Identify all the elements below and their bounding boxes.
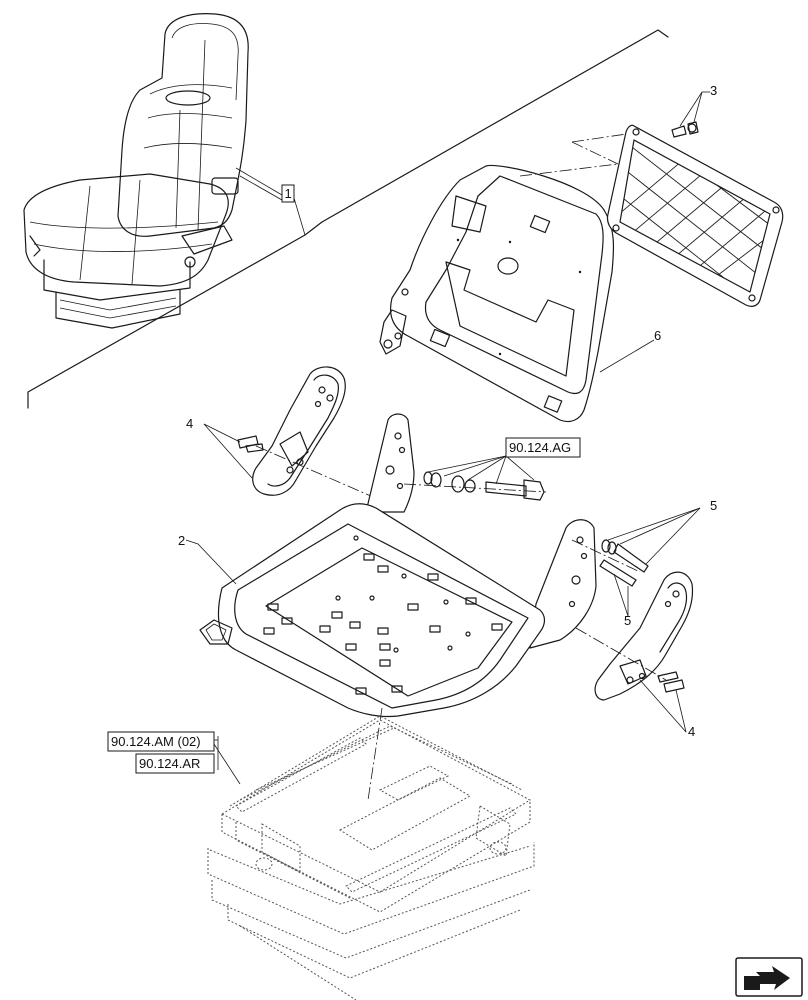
callout-6: 6 (654, 328, 661, 343)
callout-2: 2 (178, 533, 185, 548)
hinge-hardware (403, 455, 547, 501)
svg-text:2: 2 (178, 533, 185, 548)
svg-text:5: 5 (624, 613, 631, 628)
section-frame (27, 29, 669, 409)
svg-text:6: 6 (654, 328, 661, 343)
callout-5-upper: 5 (710, 498, 717, 513)
complete-seat-illustration (23, 13, 283, 329)
backrest-shell (379, 164, 655, 423)
callout-5-lower: 5 (624, 613, 631, 628)
svg-text:1: 1 (285, 186, 292, 201)
svg-text:5: 5 (710, 498, 717, 513)
svg-text:3: 3 (710, 83, 717, 98)
svg-text:4: 4 (186, 416, 193, 431)
arrow-corner-icon[interactable] (735, 957, 803, 997)
svg-text:90.124.AM (02): 90.124.AM (02) (111, 734, 201, 749)
suspension-base (207, 715, 535, 1000)
vertical-axis (367, 707, 383, 801)
reference-90-124-ar[interactable]: 90.124.AR (135, 736, 219, 774)
callout-1: 1 (281, 184, 306, 236)
left-side-bracket (203, 366, 381, 501)
storage-net (606, 91, 784, 307)
right-side-bracket (575, 571, 694, 733)
callout-4-lower: 4 (688, 724, 695, 739)
reference-90-124-ag[interactable]: 90.124.AG (505, 437, 581, 458)
seat-pan (185, 413, 597, 718)
callout-4-upper: 4 (186, 416, 193, 431)
right-bolts (571, 507, 701, 617)
svg-text:90.124.AR: 90.124.AR (139, 756, 200, 771)
reference-90-124-am[interactable]: 90.124.AM (02) (107, 731, 215, 752)
svg-text:4: 4 (688, 724, 695, 739)
assembly-axes-top (519, 131, 641, 177)
svg-text:90.124.AG: 90.124.AG (509, 440, 571, 455)
callout-3: 3 (710, 83, 717, 98)
